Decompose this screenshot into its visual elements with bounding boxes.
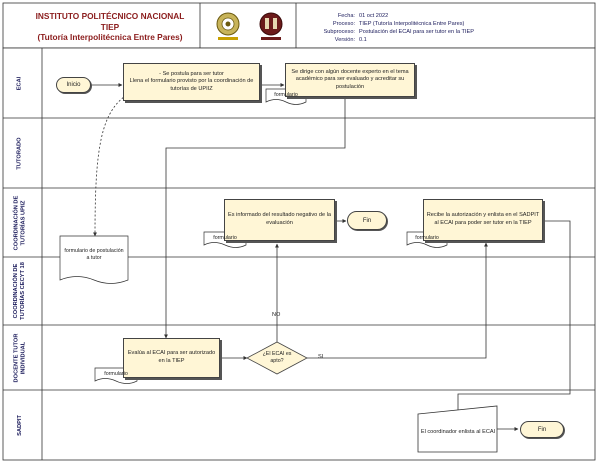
title-line-1: INSTITUTO POLITÉCNICO NACIONAL [35, 11, 185, 21]
lane-ecai: ECAI [0, 48, 40, 118]
doc-label-recibe: formulario [415, 234, 439, 241]
upiiz-logo [216, 12, 240, 40]
meta-value-fecha: 01 oct 2022 [359, 13, 389, 19]
meta-value-version: 0.1 [359, 37, 367, 43]
meta-label-proceso: Proceso: [332, 21, 355, 27]
edge-label-si: SI [318, 354, 324, 360]
edge-recibe-coordinador [456, 220, 571, 415]
task-dirige: Se dirige con algún docente experto en e… [285, 63, 415, 97]
task-evalua: Evalúa al ECAI para ser autorizado en la… [123, 338, 220, 378]
edge-label-no: NO [272, 312, 281, 318]
lane-label-sadpit: SADPIT [16, 414, 23, 436]
decision-label: ¿El ECAI es apto? [262, 351, 292, 364]
meta-value-proceso: TIEP (Tutoría Interpolitécnica Entre Par… [359, 21, 465, 27]
lane-tutorado: TUTORADO [0, 118, 40, 188]
lane-label-docente-1: DOCENTE TUTOR [13, 333, 19, 382]
header-frame [2, 2, 596, 49]
decision-diamond [246, 341, 308, 375]
lane-label-coord-upiiz-2: TUTORÍAS UPIIZ [20, 199, 27, 246]
lane-label-ecai: ECAI [16, 76, 23, 90]
lane-label-coord-upiiz-1: COORDINACIÓN DE [13, 195, 20, 250]
lane-label-docente-2: INDIVIDUAL [20, 341, 26, 374]
meta-label-fecha: Fecha: [337, 13, 355, 19]
edge-dirige-evalua [164, 97, 346, 339]
lane-label-tutorado: TUTORADO [16, 136, 23, 170]
meta-label-subproceso: Subproceso: [323, 29, 355, 35]
doc-label-evalua: formulario [104, 370, 128, 377]
task-coordinador: El coordinador enlista al ECAI [420, 428, 496, 435]
doc-label-postulacion: formulario de postulación a tutor [64, 248, 124, 261]
end-node-1: Fin [347, 211, 387, 230]
lane-label-coord-cecyt-1: COORDINACIÓN DE [13, 263, 20, 319]
edge-postula-docpostulacion [93, 92, 131, 237]
doc-shape-postulacion [59, 235, 129, 284]
end-node-2: Fin [520, 421, 564, 438]
doc-label-dirige: formulario [274, 91, 298, 98]
start-node: Inicio [56, 77, 91, 93]
task-informado: Es informado del resultado negativo de l… [224, 199, 335, 241]
task-recibe: Recibe la autorización y enlista en el S… [423, 199, 543, 241]
edge-decision-recibe [307, 242, 488, 359]
lane-label-coord-cecyt-2: TUTORÍAS CECYT 18 [20, 262, 27, 320]
manual-input-shape [417, 405, 498, 453]
doc-label-informado: formulario [213, 234, 237, 241]
title-line-2: TIEP [100, 21, 120, 32]
task-postula: - Se postula para ser tutor Llena el for… [123, 63, 260, 101]
guarderia-logo [259, 12, 283, 40]
meta-value-subproceso: Postulación del ECAI para ser tutor en l… [359, 29, 474, 35]
meta-label-version: Versión: [334, 37, 355, 43]
title-line-3: (Tutoría Interpolitécnica Entre Pares) [37, 32, 183, 42]
document-title: INSTITUTO POLITÉCNICO NACIONAL TIEP (Tut… [22, 11, 198, 43]
lane-sadpit: SADPIT [0, 390, 40, 460]
